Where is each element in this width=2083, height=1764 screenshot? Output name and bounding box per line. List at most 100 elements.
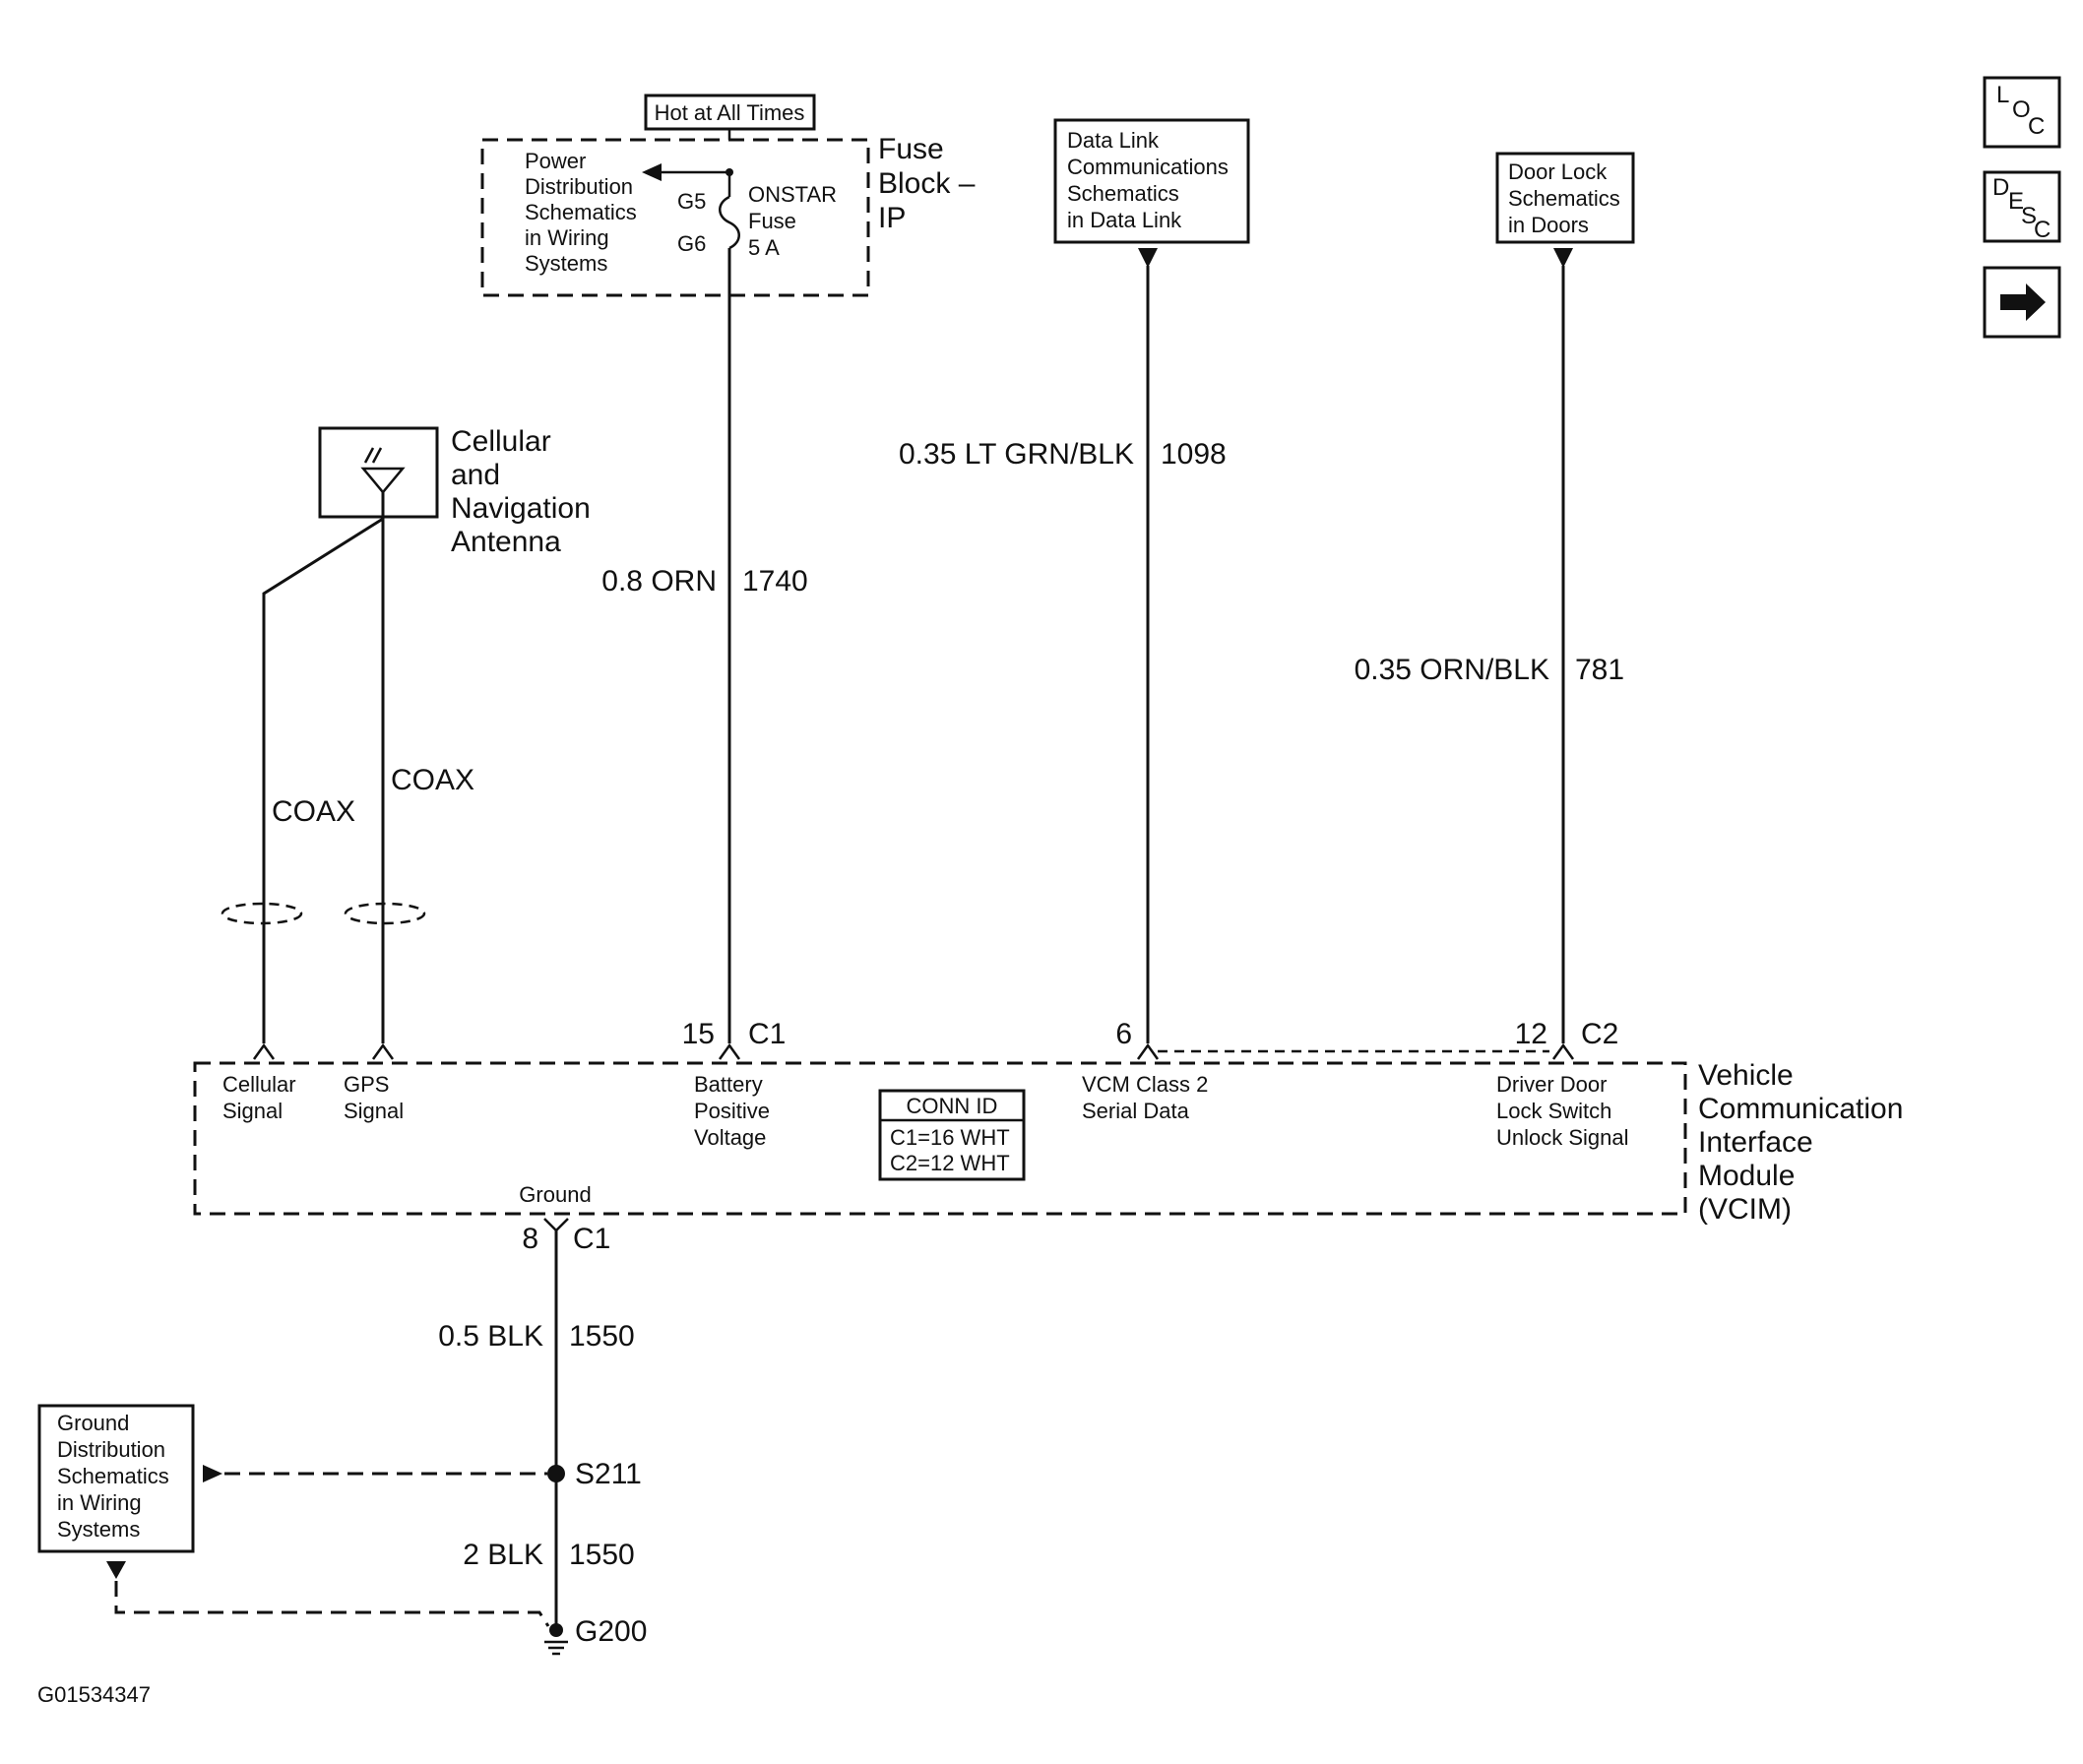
desc-letter-s: S	[2021, 203, 2037, 229]
gps-signal-2: Signal	[344, 1099, 404, 1123]
power-dist-line-3: Schematics	[525, 200, 637, 224]
conn-c1-bottom: C1	[573, 1223, 610, 1255]
vcm-data-2: Serial Data	[1082, 1099, 1190, 1123]
shield-icon	[344, 902, 426, 925]
coax-cellular-wire	[262, 517, 384, 1043]
conn-c2: C2	[1581, 1018, 1618, 1050]
data-wire-gauge: 0.35 LT GRN/BLK	[899, 438, 1134, 471]
door-lock-line-3: in Doors	[1508, 213, 1589, 237]
ground-dist-line-4: in Wiring	[57, 1490, 142, 1515]
splice-icon	[547, 1465, 565, 1482]
desc-letter-d: D	[1992, 174, 2009, 201]
loc-letter-c: C	[2028, 113, 2045, 140]
ground-dist-line-3: Schematics	[57, 1464, 169, 1488]
arrow-left-icon	[642, 163, 662, 181]
data-link-line-4: in Data Link	[1067, 208, 1182, 232]
onstar-fuse-line-2: Fuse	[748, 209, 796, 233]
figure-id: G01534347	[37, 1682, 151, 1707]
pin-6: 6	[1115, 1018, 1132, 1050]
coax-right-label: COAX	[391, 764, 474, 796]
door-lock-box: Door Lock Schematics in Doors	[1495, 152, 1635, 268]
gps-signal-1: GPS	[344, 1072, 389, 1097]
fuse-block-title-3: IP	[878, 202, 906, 234]
antenna-icon	[360, 467, 406, 494]
terminal-icon	[1551, 1042, 1575, 1060]
vcim-outline	[193, 1061, 1687, 1216]
data-wire-circuit: 1098	[1161, 438, 1227, 471]
terminal-icon	[718, 1042, 741, 1060]
conn-id-c2: C2=12 WHT	[890, 1151, 1010, 1175]
vcim-module: Vehicle Communication Interface Module (…	[193, 1059, 1903, 1226]
battery-voltage-2: Positive	[694, 1099, 770, 1123]
driver-door-3: Unlock Signal	[1496, 1125, 1629, 1150]
fuse-pin-g6: G6	[677, 231, 706, 256]
pin-8: 8	[522, 1223, 538, 1255]
onstar-fuse-line-3: 5 A	[748, 235, 780, 260]
door-wire-gauge: 0.35 ORN/BLK	[1355, 654, 1549, 686]
terminal-icon	[371, 1042, 395, 1060]
data-link-box: Data Link Communications Schematics in D…	[1053, 118, 1250, 268]
ground-upper-gauge: 0.5 BLK	[438, 1320, 543, 1353]
ground-lower-circuit: 1550	[569, 1539, 635, 1571]
cellular-signal-1: Cellular	[222, 1072, 296, 1097]
onstar-fuse-line-1: ONSTAR	[748, 182, 837, 207]
driver-door-1: Driver Door	[1496, 1072, 1607, 1097]
power-dist-line-1: Power	[525, 149, 586, 173]
battery-wire-circuit: 1740	[742, 565, 808, 598]
antenna-line-2: and	[451, 459, 500, 491]
fuse-block-title-1: Fuse	[878, 133, 944, 165]
antenna: Cellular and Navigation Antenna	[318, 425, 591, 558]
ground-distribution-box: Ground Distribution Schematics in Wiring…	[37, 1404, 195, 1553]
next-button[interactable]	[1983, 266, 2061, 339]
antenna-line-3: Navigation	[451, 492, 591, 525]
shield-icon	[221, 902, 303, 925]
terminal-icon	[543, 1218, 569, 1232]
loc-letter-o: O	[2012, 96, 2031, 123]
splice-label: S211	[575, 1458, 642, 1490]
ground-point-label: G200	[575, 1615, 647, 1648]
desc-letter-e: E	[2008, 188, 2024, 215]
conn-id-c1: C1=16 WHT	[890, 1125, 1010, 1150]
hot-at-all-times-label: Hot at All Times	[655, 100, 805, 125]
desc-letter-c: C	[2034, 217, 2051, 243]
power-dist-line-4: in Wiring	[525, 225, 609, 250]
ground-upper-circuit: 1550	[569, 1320, 635, 1353]
terminal-icon	[1136, 1042, 1160, 1060]
data-link-line-2: Communications	[1067, 155, 1229, 179]
loc-button[interactable]: L O C	[1983, 76, 2061, 149]
battery-wire-gauge: 0.8 ORN	[601, 565, 717, 598]
vcim-title-3: Interface	[1698, 1126, 1813, 1159]
pin-15: 15	[682, 1018, 715, 1050]
vcim-title-5: (VCIM)	[1698, 1193, 1792, 1226]
loc-letter-l: L	[1996, 82, 2009, 108]
arrow-down-icon	[1138, 248, 1158, 268]
coax-left-label: COAX	[272, 795, 355, 828]
pin-12: 12	[1515, 1018, 1547, 1050]
fuse-pin-g5: G5	[677, 189, 706, 214]
fuse-icon	[719, 195, 740, 250]
door-lock-line-1: Door Lock	[1508, 159, 1608, 184]
arrow-down-icon	[106, 1561, 126, 1579]
arrow-right-icon	[203, 1465, 222, 1482]
conn-id-title: CONN ID	[907, 1094, 998, 1118]
driver-door-2: Lock Switch	[1496, 1099, 1611, 1123]
power-dist-line-2: Distribution	[525, 174, 633, 199]
ground-dist-line-2: Distribution	[57, 1437, 165, 1462]
arrow-down-icon	[1553, 248, 1573, 268]
antenna-line-1: Cellular	[451, 425, 551, 458]
vcim-title-1: Vehicle	[1698, 1059, 1794, 1092]
power-dist-line-5: Systems	[525, 251, 607, 276]
vcm-data-1: VCM Class 2	[1082, 1072, 1208, 1097]
arrow-right-icon	[2000, 284, 2046, 321]
data-link-line-3: Schematics	[1067, 181, 1179, 206]
cellular-signal-2: Signal	[222, 1099, 283, 1123]
door-lock-line-2: Schematics	[1508, 186, 1620, 211]
terminal-icon	[252, 1042, 276, 1060]
conn-id-box	[878, 1089, 1026, 1181]
vcim-title-2: Communication	[1698, 1093, 1903, 1125]
ground-lower-gauge: 2 BLK	[463, 1539, 543, 1571]
battery-voltage-1: Battery	[694, 1072, 763, 1097]
door-wire-circuit: 781	[1575, 654, 1624, 686]
desc-button[interactable]: D E S C	[1983, 170, 2061, 243]
